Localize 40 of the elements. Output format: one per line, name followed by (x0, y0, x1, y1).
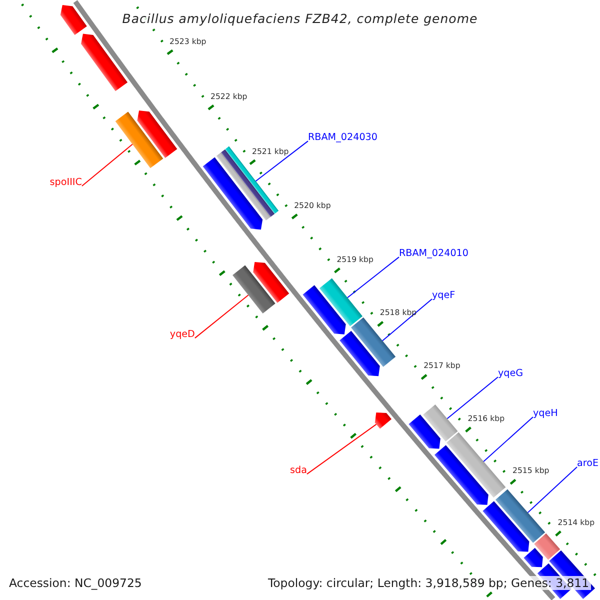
gene-label: spoIIIC (50, 177, 82, 189)
gene-block (302, 285, 346, 334)
gene-block (232, 265, 276, 314)
gene-block (253, 262, 290, 303)
gene-block (408, 414, 440, 449)
gene-block (495, 489, 546, 543)
gene-label: RBAM_024030 (308, 132, 378, 144)
gene-block (534, 533, 560, 560)
gene-label: yqeD (170, 329, 195, 341)
gene-block (446, 432, 506, 498)
gene-block (137, 110, 178, 158)
gene-block (319, 278, 363, 326)
gene-label: yqeF (432, 290, 456, 302)
gene-block (524, 548, 543, 568)
gene-label: sda (290, 465, 307, 477)
leader-line (483, 416, 534, 462)
gene-block (482, 501, 530, 552)
genome-summary-text: Topology: circular; Length: 3,918,589 bp; Genes: 3,811 (266, 576, 592, 590)
gene-block (374, 412, 392, 429)
leader-line (81, 144, 133, 187)
leader-line (446, 376, 498, 420)
gene-block (60, 4, 87, 36)
leader-line (527, 466, 578, 514)
gene-block (434, 445, 488, 505)
gene-block (81, 34, 128, 92)
accession-label: Accession: NC_009725 (9, 576, 142, 590)
gene-label: yqeG (498, 368, 524, 380)
gene-block (202, 157, 263, 230)
leader-line (306, 424, 377, 475)
gene-label: RBAM_024010 (399, 248, 469, 260)
leader-line (382, 298, 432, 342)
leader-line (347, 256, 400, 298)
gene-block (423, 404, 458, 442)
gene-block (115, 112, 164, 168)
leader-line (194, 294, 249, 339)
gene-label: yqeH (533, 408, 558, 420)
gene-block (340, 330, 380, 376)
leader-line (255, 140, 308, 182)
gene-label: aroE (577, 458, 599, 470)
gene-block (351, 317, 396, 367)
